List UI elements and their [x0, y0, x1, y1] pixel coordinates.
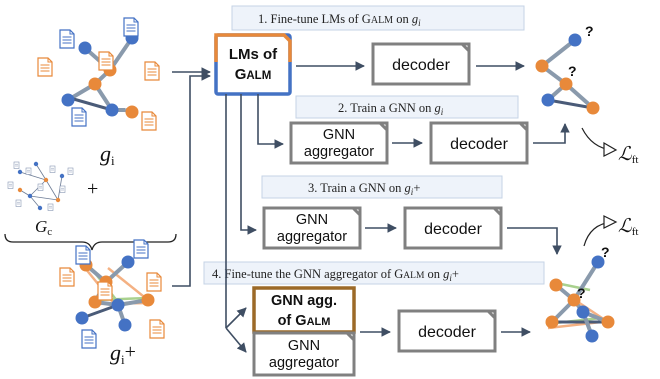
gnn-label-line2: aggregator [304, 144, 374, 160]
graph-node-blue [61, 93, 75, 107]
decoder-label-2: decoder [450, 136, 508, 153]
document-icon [98, 51, 114, 71]
document-icon [146, 272, 162, 292]
document-icon [75, 245, 91, 265]
decoder-label-1: decoder [392, 57, 450, 74]
document-icon [123, 17, 139, 37]
plus-sign: + [87, 178, 98, 200]
arrow-lms-to-gnn2 [257, 94, 284, 149]
gnn-label-line1: GNN [323, 127, 355, 143]
gnn-agg-label-line1: GNN agg. [271, 293, 337, 309]
output-graph-top [535, 33, 600, 115]
arrow-to-gnn-agg [225, 307, 247, 329]
loss-ft-top: ℒft [618, 144, 638, 166]
question-mark: ? [568, 63, 577, 79]
step4-text: 4. Fine-tune the GNN aggregator of GALM … [212, 267, 459, 283]
gnn-label-line1: GNN [296, 212, 328, 228]
question-mark: ? [577, 285, 586, 301]
step1-banner [231, 5, 525, 31]
arrow-lms-to-gnn3 [240, 94, 257, 235]
gnn-aggregator-box-4 [252, 331, 356, 377]
decoder-label-4: decoder [418, 324, 476, 341]
arrow-decoder2-to-output [533, 123, 570, 144]
step3-banner [261, 175, 503, 199]
lms-of-galm-box [214, 33, 292, 96]
arrow-decoder3-to-output [507, 227, 562, 255]
graph-node-blue [105, 103, 119, 117]
gnn-agg-of-galm-box [252, 286, 356, 334]
document-icon [149, 319, 165, 339]
step3-text: 3. Train a GNN on gi+ [308, 181, 420, 197]
label-g-i: gi [100, 141, 115, 168]
label-g-i-plus: gi+ [110, 340, 136, 367]
decoder-box-2 [429, 121, 529, 165]
question-mark: ? [585, 23, 594, 39]
label-G-c: Gc [35, 217, 52, 238]
lms-box-label-line1: LMs of [229, 46, 278, 63]
document-icon [141, 111, 157, 131]
lms-box-label-line2: GALM [235, 66, 272, 83]
graph-node-orange [125, 105, 139, 119]
gnn-label-line2: aggregator [277, 229, 347, 245]
graph-node-orange [88, 77, 102, 91]
output-graph-bottom [545, 255, 615, 343]
graph-G-c [7, 161, 74, 211]
gnn-label-line1: GNN [288, 338, 320, 354]
step2-banner [295, 95, 519, 119]
gnn-aggregator-box-2 [289, 121, 389, 165]
document-icon [144, 61, 160, 81]
brace [4, 233, 177, 251]
decoder-box-4 [397, 309, 497, 353]
graph-g-i-plus [59, 239, 165, 349]
decoder-label-3: decoder [424, 221, 482, 238]
loss-ft-middle: ℒft [618, 216, 638, 238]
gnn-label-line2: aggregator [269, 355, 339, 371]
graph-node-blue [78, 41, 92, 55]
document-icon [37, 57, 53, 77]
decoder-box-3 [403, 206, 503, 250]
document-icon [59, 267, 75, 287]
document-icon [81, 329, 97, 349]
document-icon [133, 239, 149, 259]
step4-banner [203, 261, 545, 285]
step1-text: 1. Fine-tune LMs of GALM on gi [258, 12, 421, 28]
decoder-box-1 [371, 42, 471, 86]
document-icon [59, 29, 75, 49]
gnn-agg-label-line2: of GALM [278, 313, 331, 329]
document-icon [97, 281, 113, 301]
arrow-to-gnn4 [225, 327, 247, 353]
gnn-aggregator-box-3 [262, 206, 362, 250]
graph-g-i [37, 17, 160, 131]
arrow-giplus-to-lms [172, 71, 211, 287]
document-icon [71, 107, 87, 127]
question-mark: ? [601, 244, 610, 260]
step2-text: 2. Train a GNN on gi [338, 101, 444, 117]
